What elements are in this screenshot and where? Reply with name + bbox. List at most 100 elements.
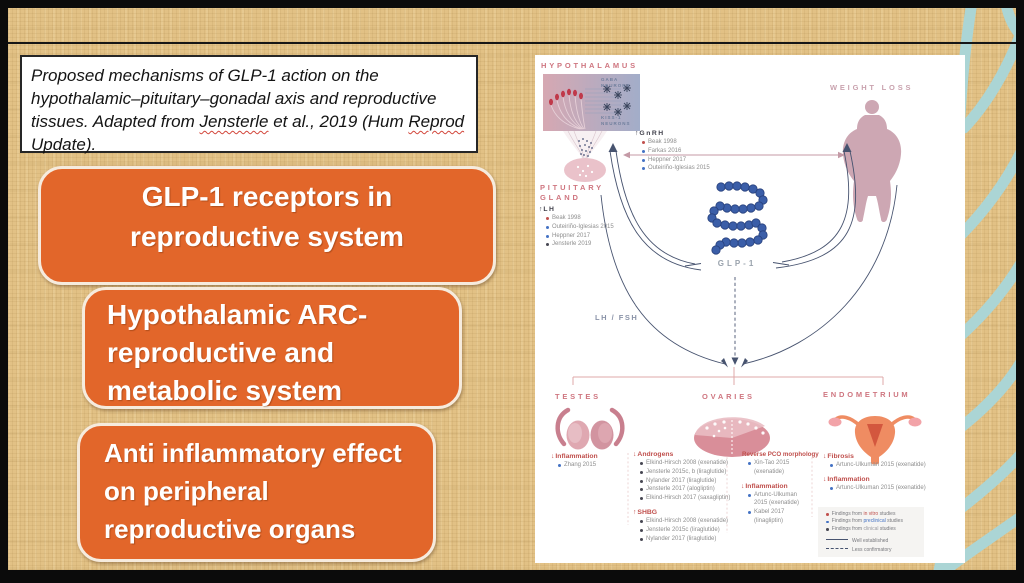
fibrosis-heading: ↓Fibrosis bbox=[823, 453, 854, 460]
ref-bullet-icon bbox=[640, 537, 643, 541]
legend-item-preclinical: Findings from preclinical studies bbox=[824, 518, 918, 525]
legend-item-invitro: Findings from in vitro studies bbox=[824, 511, 918, 518]
gnrh-ref: Heppner 2017 bbox=[635, 156, 710, 165]
legend-bullet-icon bbox=[826, 513, 829, 517]
ref-bullet-icon bbox=[830, 486, 833, 490]
glp1-arrows bbox=[600, 143, 898, 368]
lh-reference-list: ↑LH Beak 1998 Outeiriño-Iglesias 2015 He… bbox=[539, 205, 614, 249]
caption-text: Proposed mechanisms of GLP-1 action on t… bbox=[31, 66, 437, 131]
lh-ref: Beak 1998 bbox=[539, 214, 614, 223]
pituitary-graphic bbox=[563, 130, 607, 182]
testes-title: TESTES bbox=[555, 392, 601, 401]
legend-line-less-confirmatory: Less confirmatory bbox=[824, 547, 918, 554]
ref-bullet-icon bbox=[546, 234, 549, 238]
ref-bullet-icon bbox=[748, 511, 751, 515]
lh-heading: ↑LH bbox=[539, 206, 556, 213]
ref-bullet-icon bbox=[640, 519, 643, 523]
uterus-graphic bbox=[828, 415, 922, 465]
solid-line-icon bbox=[826, 539, 848, 541]
gaba-neurons-label: GABA NEURONS bbox=[601, 77, 631, 88]
callout-hypothalamic-arc-label: Hypothalamic ARC-reproductive and metabo… bbox=[107, 299, 368, 406]
callout-glp1-receptors: GLP-1 receptors in reproductive system bbox=[38, 166, 496, 285]
ovaries-inflammation-ref: Kabel 2017 (linagliptin) bbox=[741, 508, 809, 526]
column-separators bbox=[627, 453, 813, 533]
legend-bullet-icon bbox=[826, 520, 829, 524]
ref-bullet-icon bbox=[642, 158, 645, 162]
androgens-ref: Elkind-Hirsch 2017 (saxagliptin) bbox=[633, 494, 730, 503]
androgens-ref: Jensterle 2015c, b (liraglutide) bbox=[633, 468, 730, 477]
pituitary-gland-title: PITUITARY GLAND bbox=[540, 183, 604, 202]
hypothalamus-weightloss-arrow bbox=[623, 151, 845, 159]
testes-reference-list: ↓Inflammation Zhang 2015 bbox=[551, 452, 598, 475]
endometrium-title: ENDOMETRIUM bbox=[823, 390, 911, 399]
gnrh-ref: Farkas 2016 bbox=[635, 147, 710, 156]
legend-line-established: Well established bbox=[824, 538, 918, 545]
androgens-ref: Nylander 2017 (liraglutide) bbox=[633, 477, 730, 486]
caption-text-end: Update). bbox=[31, 135, 97, 154]
lh-ref: Heppner 2017 bbox=[539, 232, 614, 241]
endometrium-reference-list: ↓Fibrosis Artunc-Ulkuman 2015 (exenatide… bbox=[823, 452, 926, 498]
ovary-graphic bbox=[694, 417, 770, 457]
caption-text-mid: et al., 2019 (Hum bbox=[268, 112, 409, 131]
ref-bullet-icon bbox=[640, 462, 643, 465]
pco-ref: Xin-Tao 2015 (exenatide) bbox=[741, 459, 809, 477]
ovaries-pco-inflammation-list: Reverse PCO morphology Xin-Tao 2015 (exe… bbox=[741, 450, 819, 531]
reverse-pco-heading: Reverse PCO morphology bbox=[742, 451, 819, 458]
ovaries-title: OVARIES bbox=[702, 392, 755, 401]
ref-bullet-icon bbox=[558, 464, 561, 467]
ref-bullet-icon bbox=[642, 141, 645, 144]
ovaries-androgens-shbg-list: ↓Androgens Elkind-Hirsch 2008 (exenatide… bbox=[633, 450, 730, 548]
ref-bullet-icon bbox=[642, 149, 645, 153]
ref-bullet-icon bbox=[640, 488, 643, 492]
ref-bullet-icon bbox=[748, 493, 751, 497]
ref-bullet-icon bbox=[748, 462, 751, 465]
fibrosis-ref: Artunc-Ulkuman 2015 (exenatide) bbox=[823, 461, 926, 470]
ref-bullet-icon bbox=[640, 528, 643, 532]
caption-word-jensterle: Jensterle bbox=[199, 112, 269, 131]
ovaries-inflammation-heading: ↓Inflammation bbox=[741, 482, 788, 490]
lh-ref: Outeiriño-Iglesias 2015 bbox=[539, 223, 614, 232]
top-divider-rule bbox=[8, 42, 1016, 44]
organ-bracket bbox=[572, 367, 884, 385]
lh-ref: Jensterle 2019 bbox=[539, 240, 614, 249]
ref-bullet-icon bbox=[640, 470, 643, 474]
ref-bullet-icon bbox=[830, 464, 833, 467]
ref-bullet-icon bbox=[546, 243, 549, 247]
ref-bullet-icon bbox=[640, 497, 643, 501]
lh-fsh-label: LH / FSH bbox=[595, 313, 639, 322]
ref-bullet-icon bbox=[642, 167, 645, 171]
legend-item-clinical: Findings from clinical studies bbox=[824, 526, 918, 533]
legend-bullet-icon bbox=[826, 527, 829, 531]
endometrium-inflammation-heading: ↓Inflammation bbox=[823, 475, 870, 483]
shbg-ref: Elkind-Hirsch 2008 (exenatide) bbox=[633, 517, 730, 526]
endometrium-inflammation-ref: Artunc-Ulkuman 2015 (exenatide) bbox=[823, 484, 926, 493]
androgens-heading: ↓Androgens bbox=[633, 451, 674, 458]
callout-anti-inflammatory: Anti inflammatory effect on peripheral r… bbox=[77, 423, 436, 562]
figure-legend: Findings from in vitro studies Findings … bbox=[818, 507, 924, 557]
ref-bullet-icon bbox=[640, 479, 643, 483]
slide-background: Proposed mechanisms of GLP-1 action on t… bbox=[8, 8, 1016, 570]
shbg-heading: ↑SHBG bbox=[633, 508, 658, 516]
testes-graphic bbox=[555, 407, 625, 450]
ovaries-inflammation-ref: Artunc-Ulkuman 2015 (exenatide) bbox=[741, 491, 809, 509]
ref-bullet-icon bbox=[546, 217, 549, 220]
callout-hypothalamic-arc: Hypothalamic ARC-reproductive and metabo… bbox=[82, 287, 462, 409]
caption-box: Proposed mechanisms of GLP-1 action on t… bbox=[20, 55, 478, 154]
neuron-star-icons bbox=[603, 84, 631, 116]
testes-inflammation-heading: ↓Inflammation bbox=[551, 453, 598, 460]
shbg-ref: Nylander 2017 (liraglutide) bbox=[633, 535, 730, 544]
ref-bullet-icon bbox=[546, 225, 549, 229]
testes-ref: Zhang 2015 bbox=[551, 461, 598, 470]
weight-loss-title: WEIGHT LOSS bbox=[830, 83, 914, 92]
gnrh-reference-list: ↑GnRH Beak 1998 Farkas 2016 Heppner 2017… bbox=[635, 129, 710, 173]
kiss1-neurons-label: KISS-1 NEURONS bbox=[601, 115, 631, 126]
body-silhouette bbox=[842, 100, 902, 222]
hypothalamus-graphic bbox=[543, 74, 640, 131]
figure-diagram-graphics bbox=[543, 74, 922, 533]
gnrh-ref: Outeiriño-Iglesias 2015 bbox=[635, 164, 710, 173]
gnrh-ref: Beak 1998 bbox=[635, 138, 710, 147]
glp1-center-label: GLP-1 bbox=[717, 259, 757, 268]
dashed-line-icon bbox=[826, 548, 848, 550]
callout-glp1-receptors-label: GLP-1 receptors in reproductive system bbox=[130, 181, 404, 252]
